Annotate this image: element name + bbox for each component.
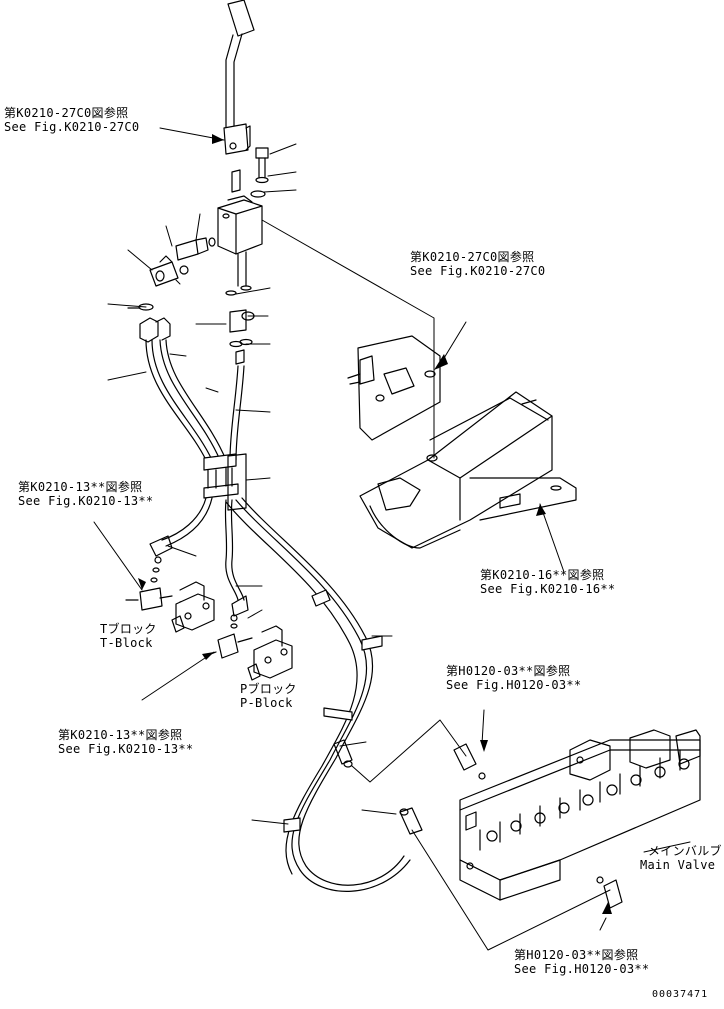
arrowheads (138, 134, 612, 914)
ref-label-t-block: 第K0210-13**図参照 See Fig.K0210-13** (18, 480, 153, 508)
ref-label-lever: 第K0210-27C0図参照 See Fig.K0210-27C0 (4, 106, 139, 134)
label-main-valve-en: Main Valve (640, 858, 716, 872)
ref-label-bracket-jp: 第K0210-27C0図参照 (410, 250, 535, 264)
pilot-valve-side-fittings (127, 237, 216, 311)
main-valve-fittings (453, 743, 623, 909)
label-p-block-jp: Pブロック (240, 682, 297, 696)
ref-label-p-block: 第K0210-13**図参照 See Fig.K0210-13** (58, 728, 193, 756)
label-t-block-en: T-Block (100, 636, 153, 650)
lever-bolt (231, 147, 269, 198)
ref-label-console-jp: 第K0210-16**図参照 (480, 568, 605, 582)
ref-label-main-valve-lower-jp: 第H0120-03**図参照 (514, 948, 639, 962)
label-t-block: Tブロック T-Block (100, 622, 157, 650)
pilot-valve (217, 195, 263, 296)
hose-bundle (145, 339, 411, 892)
main-valve (459, 729, 701, 901)
ref-label-p-block-jp: 第K0210-13**図参照 (58, 728, 183, 742)
ref-label-lever-en: See Fig.K0210-27C0 (4, 120, 140, 134)
ref-label-main-valve-upper: 第H0120-03**図参照 See Fig.H0120-03** (446, 664, 581, 692)
drawing-number: 00037471 (652, 989, 709, 1000)
ref-label-main-valve-upper-jp: 第H0120-03**図参照 (446, 664, 571, 678)
ref-label-main-valve-lower: 第H0120-03**図参照 See Fig.H0120-03** (514, 948, 649, 976)
label-main-valve-jp: メインバルブ (648, 844, 722, 858)
ref-label-bracket-en: See Fig.K0210-27C0 (410, 264, 546, 278)
ref-label-lever-jp: 第K0210-27C0図参照 (4, 106, 129, 120)
lower-adapters (139, 309, 255, 365)
lever-bracket (347, 335, 441, 441)
label-p-block-en: P-Block (240, 696, 293, 710)
t-block-assembly (125, 535, 215, 633)
p-block-assembly (205, 595, 293, 681)
ref-label-main-valve-lower-en: See Fig.H0120-03** (514, 962, 650, 976)
ref-label-t-block-en: See Fig.K0210-13** (18, 494, 154, 508)
ref-label-t-block-jp: 第K0210-13**図参照 (18, 480, 143, 494)
label-t-block-jp: Tブロック (100, 622, 157, 636)
leader-lines (93, 127, 691, 951)
ref-label-console: 第K0210-16**図参照 See Fig.K0210-16** (480, 568, 615, 596)
label-main-valve: メインバルブ Main Valve (640, 844, 722, 872)
control-lever (223, 0, 255, 155)
ref-label-main-valve-upper-en: See Fig.H0120-03** (446, 678, 582, 692)
hose-end-fittings (333, 739, 423, 835)
console-box (359, 391, 577, 549)
label-p-block: Pブロック P-Block (240, 682, 297, 710)
ref-label-p-block-en: See Fig.K0210-13** (58, 742, 194, 756)
ref-label-bracket: 第K0210-27C0図参照 See Fig.K0210-27C0 (410, 250, 545, 278)
ref-label-console-en: See Fig.K0210-16** (480, 582, 616, 596)
